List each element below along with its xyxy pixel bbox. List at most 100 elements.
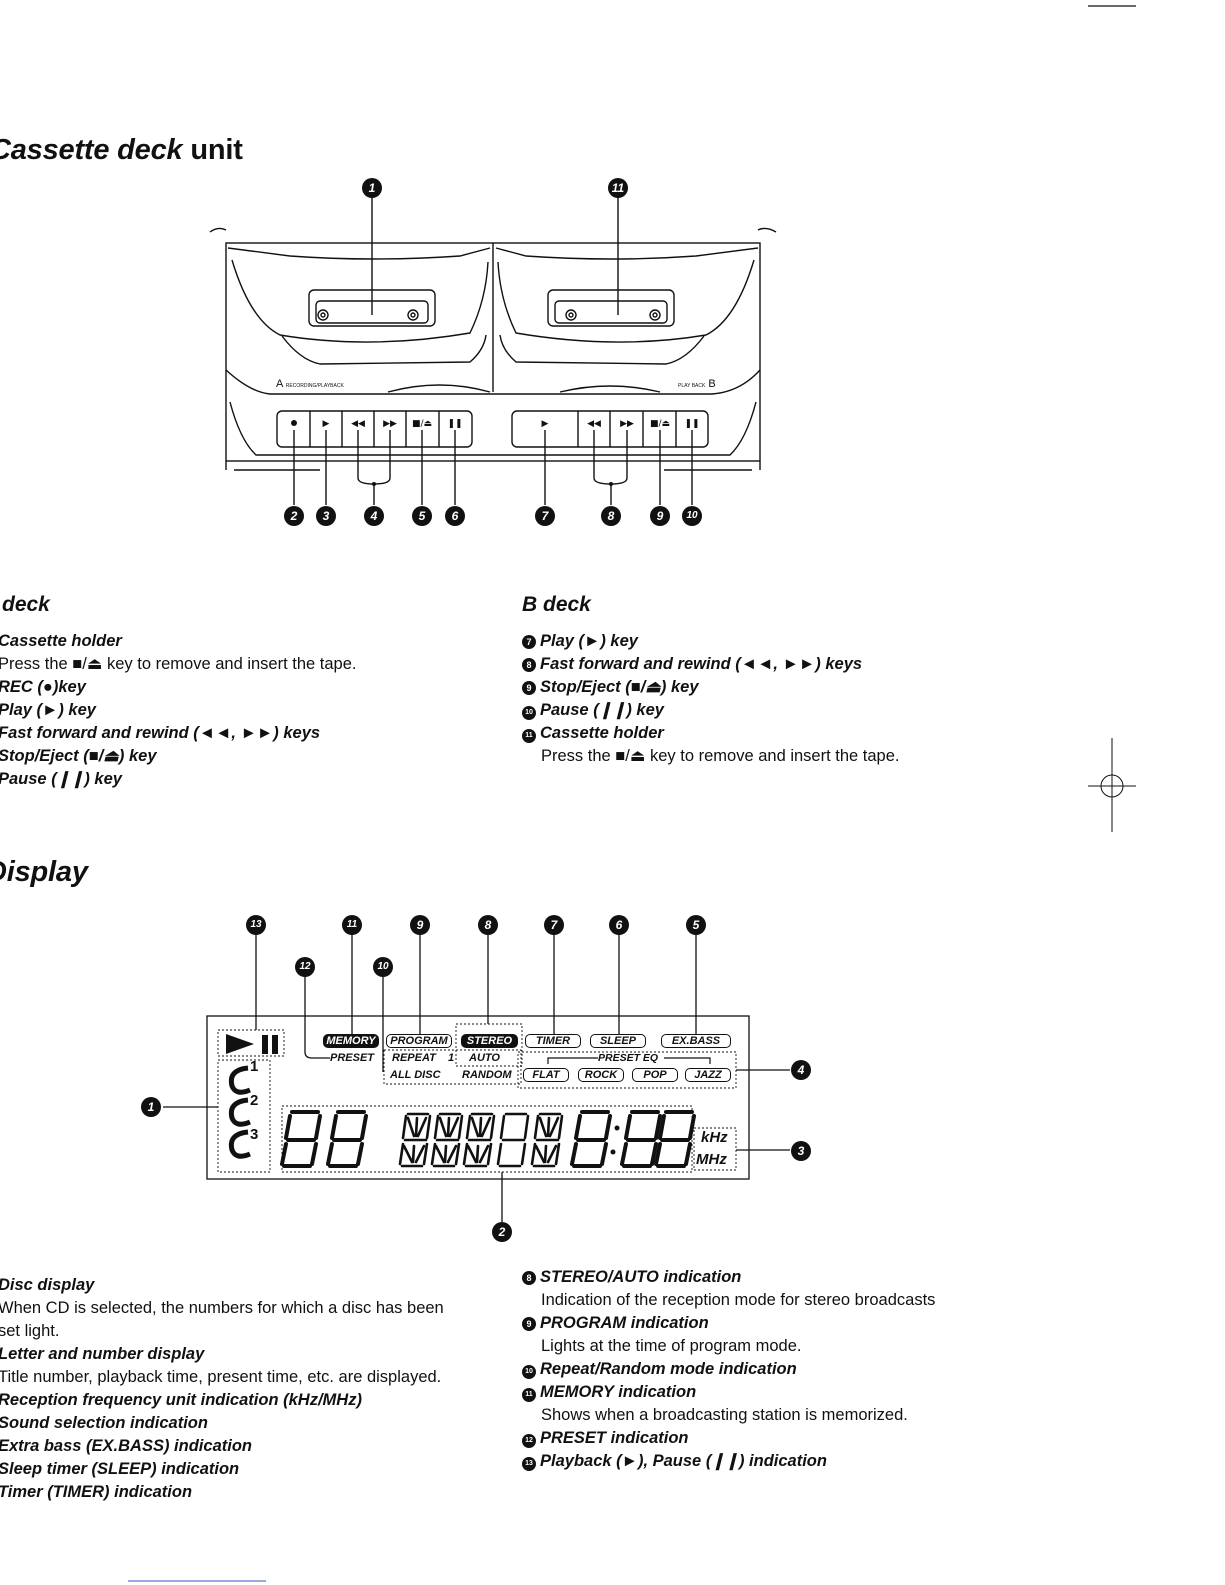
display-callout-1: 1 xyxy=(141,1097,161,1117)
svg-text:▶▶: ▶▶ xyxy=(383,419,397,429)
disp-item-2-desc1: Title number, playback time, present tim… xyxy=(0,1368,442,1386)
disp-item-3-label: Reception frequency unit indication (kHz… xyxy=(0,1391,362,1409)
lcd-disc-1: 1 xyxy=(250,1058,259,1075)
disp-item-9-desc: Lights at the time of program mode. xyxy=(541,1337,802,1355)
b-item-11-desc: Press the ■/⏏ key to remove and insert t… xyxy=(541,747,900,765)
svg-text:❚❚: ❚❚ xyxy=(447,419,462,429)
lcd-khz: kHz xyxy=(701,1129,728,1146)
display-callout-7: 7 xyxy=(544,915,564,935)
display-callout-6: 6 xyxy=(609,915,629,935)
b-item-7: 7 Play (►) key xyxy=(522,630,899,653)
svg-text:■/⏏: ■/⏏ xyxy=(412,419,432,429)
a-item-6-label: Pause (❙❙) key xyxy=(0,770,122,788)
callout-11: 11 xyxy=(608,178,628,198)
b-item-11-label: Cassette holder xyxy=(540,724,664,742)
disp-item-9-num: 9 xyxy=(522,1317,536,1331)
disp-item-10-num: 10 xyxy=(522,1365,536,1379)
callout-2: 2 xyxy=(284,506,304,526)
lcd-repeat-one: 1 xyxy=(448,1052,455,1064)
lcd-random: RANDOM xyxy=(462,1069,512,1081)
display-callout-5: 5 xyxy=(686,915,706,935)
disp-item-13-num: 13 xyxy=(522,1457,536,1471)
lcd-program: PROGRAM xyxy=(386,1034,452,1048)
disp-item-13: 13 Playback (►), Pause (❙❙) indication xyxy=(522,1450,935,1473)
lcd-rock: ROCK xyxy=(578,1068,624,1082)
callout-10: 10 xyxy=(682,506,702,526)
disp-item-12-label: PRESET indication xyxy=(540,1429,689,1447)
disp-item-10-label: Repeat/Random mode indication xyxy=(540,1360,797,1378)
deck-b-label: PLAY BACK B xyxy=(678,378,716,390)
display-callout-4: 4 xyxy=(791,1060,811,1080)
disp-item-1-desc2: set light. xyxy=(0,1322,60,1340)
disp-item-5-label: Extra bass (EX.BASS) indication xyxy=(0,1437,252,1455)
lcd-memory: MEMORY xyxy=(323,1034,379,1048)
lcd-preset: PRESET xyxy=(330,1052,375,1064)
display-left-list: Disc display When CD is selected, the nu… xyxy=(0,1274,444,1504)
a-item-2-label: REC (●)key xyxy=(0,678,86,696)
b-item-9-label: Stop/Eject (■/⏏) key xyxy=(540,678,699,696)
a-item-3-label: Play (►) key xyxy=(0,701,96,719)
deck-a-letter: A xyxy=(276,378,283,390)
b-item-11: 11 Cassette holder xyxy=(522,722,899,745)
svg-text:◀◀: ◀◀ xyxy=(351,419,365,429)
lcd-repeat: REPEAT xyxy=(392,1052,436,1064)
lcd-stereo: STEREO xyxy=(461,1034,518,1048)
lcd-flat: FLAT xyxy=(523,1068,569,1082)
callout-4: 4 xyxy=(364,506,384,526)
disp-item-8-label: STEREO/AUTO indication xyxy=(540,1268,742,1286)
b-item-9-num: 9 xyxy=(522,681,536,695)
disp-item-12: 12 PRESET indication xyxy=(522,1427,935,1450)
lcd-sleep: SLEEP xyxy=(590,1034,646,1048)
disp-item-1-label: Disc display xyxy=(0,1276,95,1294)
disp-item-7-label: Timer (TIMER) indication xyxy=(0,1483,193,1501)
a-item-1-label: Cassette holder xyxy=(0,632,122,650)
deck-b-sublabel: PLAY BACK xyxy=(678,383,706,389)
disp-item-11-num: 11 xyxy=(522,1388,536,1402)
lcd-auto: AUTO xyxy=(469,1052,500,1064)
lcd-all-disc: ALL DISC xyxy=(390,1069,441,1081)
deck-a-label: A RECORDING/PLAYBACK xyxy=(276,378,344,390)
callout-9: 9 xyxy=(650,506,670,526)
lcd-jazz: JAZZ xyxy=(685,1068,731,1082)
lcd-pop: POP xyxy=(632,1068,678,1082)
display-callout-9: 9 xyxy=(410,915,430,935)
callout-3: 3 xyxy=(316,506,336,526)
cassette-title-text: Cassette deck xyxy=(0,134,183,166)
deck-b-letter: B xyxy=(708,378,716,390)
svg-text:◀◀: ◀◀ xyxy=(587,419,601,429)
section-title-display: Display xyxy=(0,856,88,888)
cassette-deck-diagram: ▶ ◀◀ ▶▶ ■/⏏ ❚❚ ▶ ◀◀ ▶▶ ■/⏏ ❚❚ xyxy=(209,196,777,505)
callout-7: 7 xyxy=(535,506,555,526)
a-item-4-label: Fast forward and rewind (◄◄, ►►) keys xyxy=(0,724,321,742)
b-item-8-num: 8 xyxy=(522,658,536,672)
disp-item-2-label: Letter and number display xyxy=(0,1345,205,1363)
cassette-title-suffix: unit xyxy=(190,134,243,166)
disp-item-4-label: Sound selection indication xyxy=(0,1414,208,1432)
b-item-7-label: Play (►) key xyxy=(540,632,638,650)
b-item-11-num: 11 xyxy=(522,729,536,743)
b-item-10-num: 10 xyxy=(522,706,536,720)
lcd-disc-2: 2 xyxy=(250,1092,259,1109)
callout-1: 1 xyxy=(362,178,382,198)
lcd-exbass: EX.BASS xyxy=(661,1034,731,1048)
lcd-disc-3: 3 xyxy=(250,1126,259,1143)
display-callout-10: 10 xyxy=(373,957,393,977)
callout-6: 6 xyxy=(445,506,465,526)
disp-item-12-num: 12 xyxy=(522,1434,536,1448)
a-item-1-desc: Press the ■/⏏ key to remove and insert t… xyxy=(0,655,357,673)
disp-item-11-desc: Shows when a broadcasting station is mem… xyxy=(541,1406,908,1424)
callout-8: 8 xyxy=(601,506,621,526)
disp-item-13-label: Playback (►), Pause (❙❙) indication xyxy=(540,1452,827,1470)
disp-item-8-num: 8 xyxy=(522,1271,536,1285)
svg-text:❚❚: ❚❚ xyxy=(684,419,699,429)
b-deck-heading: B deck xyxy=(522,593,591,616)
a-deck-heading: deck xyxy=(2,593,50,616)
svg-text:▶: ▶ xyxy=(542,419,549,429)
a-item-5-label: Stop/Eject (■/⏏) key xyxy=(0,747,157,765)
display-callout-3: 3 xyxy=(791,1141,811,1161)
display-callout-13: 13 xyxy=(246,915,266,935)
b-item-7-num: 7 xyxy=(522,635,536,649)
lcd-timer: TIMER xyxy=(525,1034,581,1048)
b-item-9: 9 Stop/Eject (■/⏏) key xyxy=(522,676,899,699)
